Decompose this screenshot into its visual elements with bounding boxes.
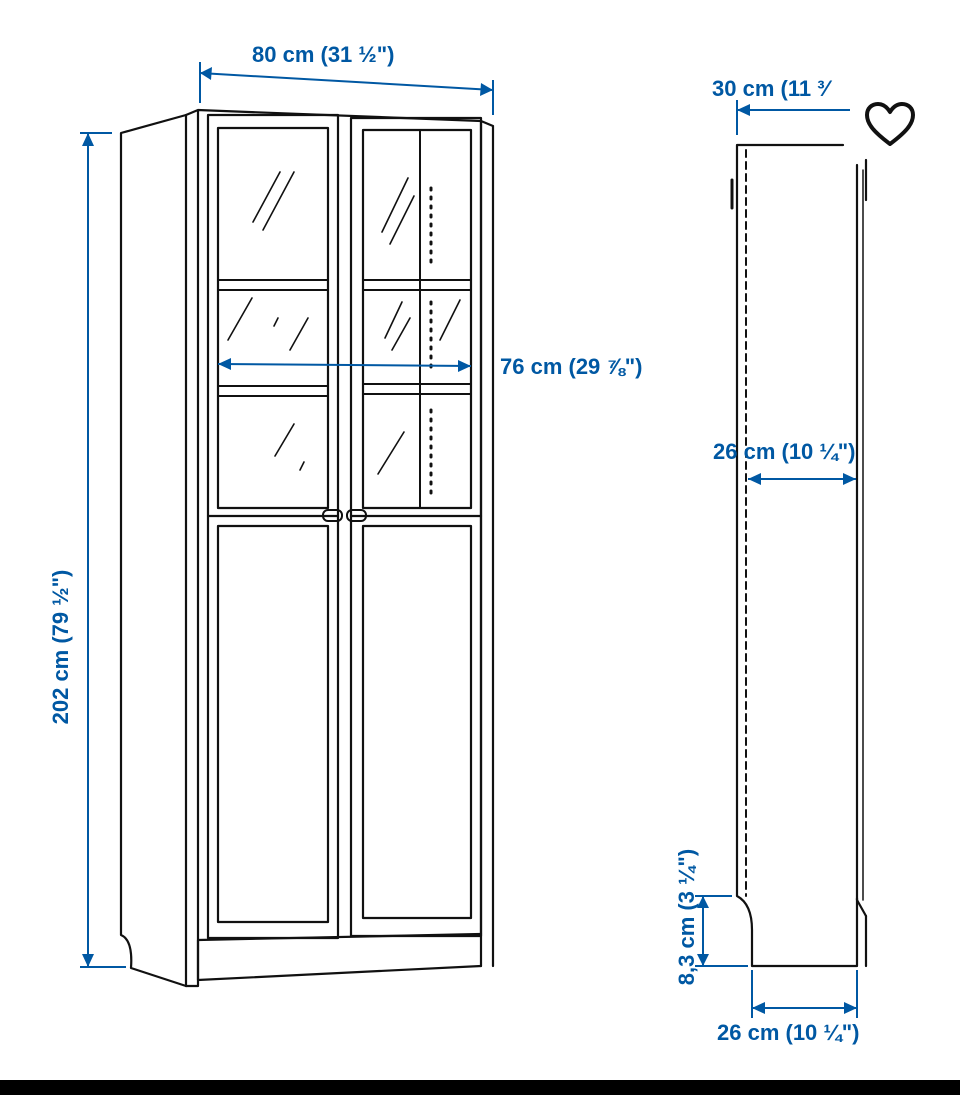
plinth: [184, 932, 483, 988]
plinth-height-dimension-label: 8,3 cm (3 ¼"): [674, 848, 699, 986]
door-handles: [322, 509, 367, 522]
cabinet-frame: [184, 108, 495, 988]
glass-reflections: [227, 171, 461, 475]
left-door: [206, 113, 340, 940]
left-door-lower-panel: [216, 524, 330, 924]
glass-shelves: [217, 129, 472, 509]
bottom-bar: [0, 1080, 960, 1095]
side-view-drawing: [730, 143, 868, 968]
inner-width-dimension-label: 76 cm (29 ⅞"): [500, 354, 643, 379]
base-depth-dimension-label: 26 cm (10 ¼"): [717, 1020, 860, 1045]
favorite-button[interactable]: [862, 100, 918, 152]
front-view-drawing: [119, 108, 495, 988]
depth-dimension-label: 30 cm (11 ³⁄: [712, 76, 829, 101]
width-dimension-line: [199, 72, 494, 91]
right-door-lower-panel: [361, 524, 473, 920]
side-base-front: [855, 898, 868, 918]
right-door-glass-frame: [361, 128, 473, 510]
heart-icon: [865, 102, 915, 146]
left-side-panel: [119, 113, 188, 988]
left-door-glass-frame: [216, 126, 330, 510]
dimension-lines: [80, 62, 858, 1018]
side-panel-outline: [735, 143, 868, 968]
height-dimension-label: 202 cm (79 ½"): [48, 569, 73, 725]
width-dimension-label: 80 cm (31 ½"): [252, 42, 395, 67]
right-door: [349, 116, 483, 938]
inner-width-dimension-line: [217, 363, 472, 367]
inner-depth-dimension-label: 26 cm (10 ¼"): [713, 439, 856, 464]
